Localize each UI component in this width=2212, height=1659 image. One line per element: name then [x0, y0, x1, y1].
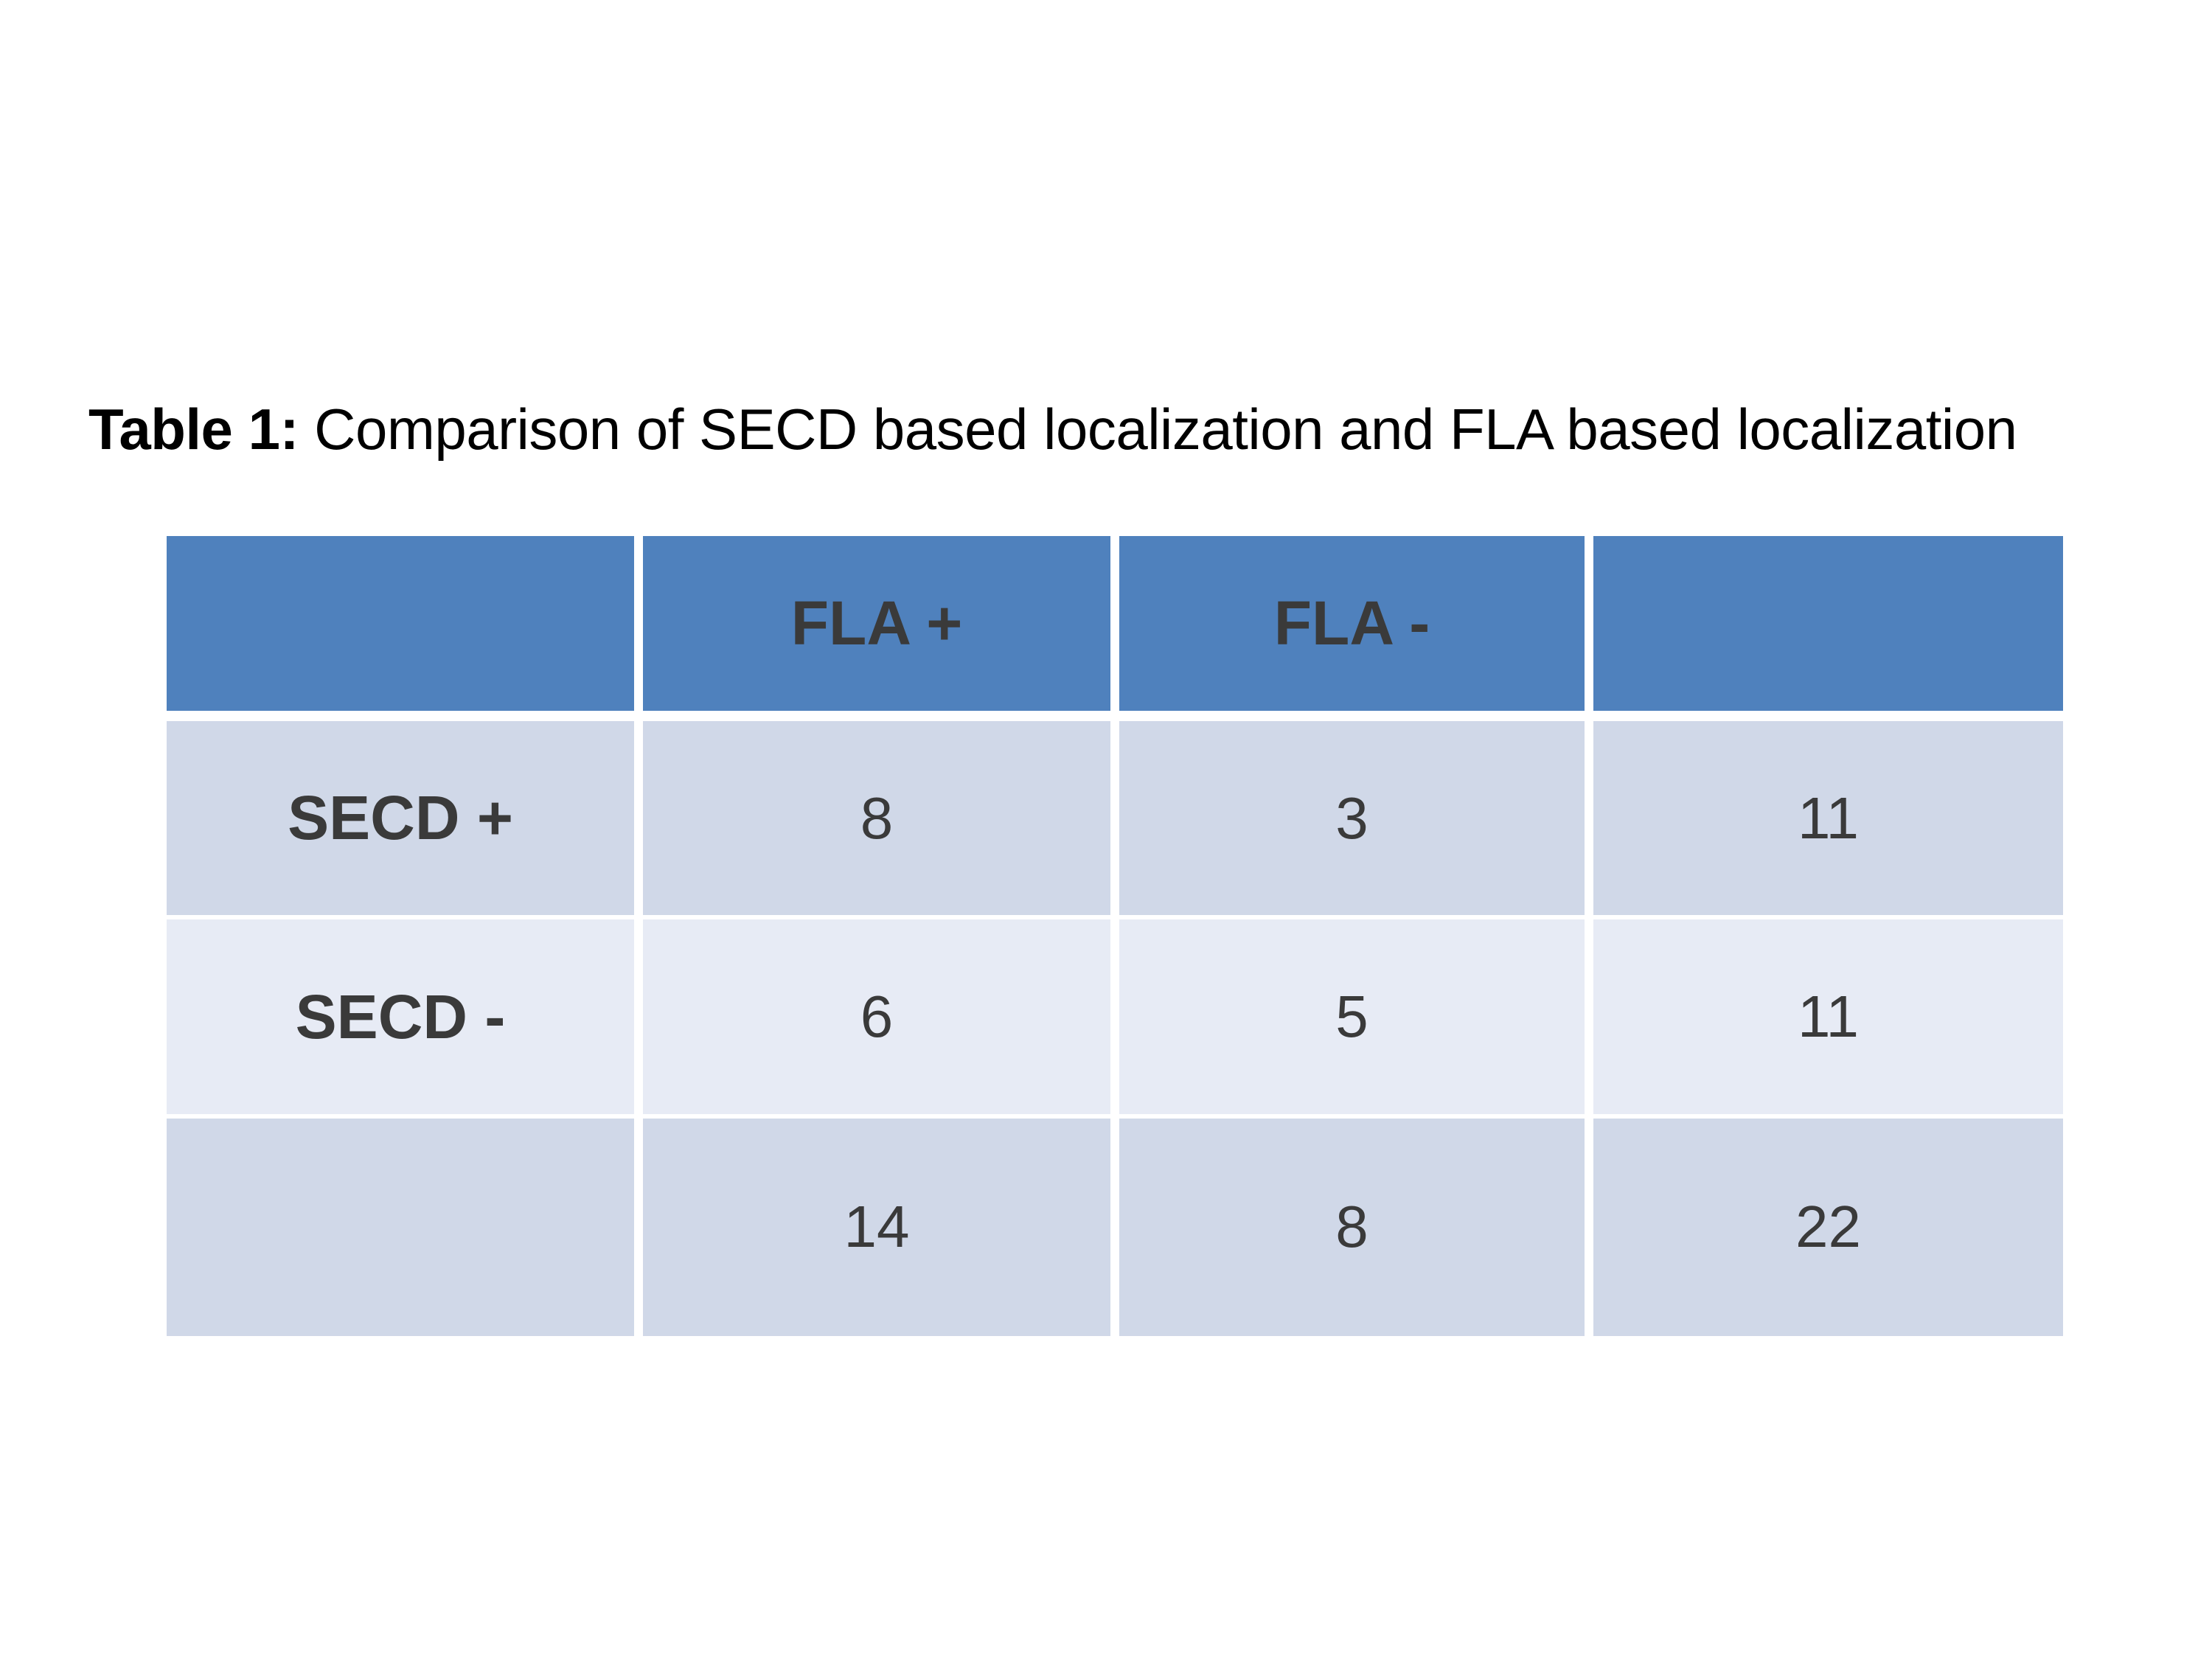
cell-secd-plus-total: 11: [1589, 721, 2063, 920]
cell-value: 11: [1797, 984, 1860, 1050]
cell-secd-plus-fla-minus: 3: [1115, 721, 1589, 920]
comparison-table: FLA + FLA - SECD + 8: [167, 536, 2063, 1336]
cell-value: 22: [1795, 1194, 1861, 1260]
header-fla-plus-label: FLA +: [790, 588, 963, 658]
cell-total-fla-plus: 14: [639, 1118, 1115, 1336]
cell-grand-total: 22: [1589, 1118, 2063, 1336]
header-cell-corner: [167, 536, 639, 721]
cell-secd-minus-fla-minus: 5: [1115, 919, 1589, 1119]
table-row: SECD - 6 5 11: [167, 919, 2063, 1119]
table-body: SECD + 8 3 11 SECD -: [167, 721, 2063, 1336]
cell-secd-minus-fla-plus: 6: [639, 919, 1115, 1119]
cell-secd-plus-fla-plus: 8: [639, 721, 1115, 920]
row-header-secd-plus: SECD +: [167, 721, 639, 920]
row-header-secd-plus-label: SECD +: [288, 783, 513, 853]
cell-value: 11: [1797, 785, 1860, 851]
header-cell-fla-plus: FLA +: [639, 536, 1115, 721]
cell-total-fla-minus: 8: [1115, 1118, 1589, 1336]
table-caption-label: Table 1:: [88, 397, 299, 462]
table-caption-text: Comparison of SECD based localization an…: [298, 397, 2017, 462]
cell-value: 6: [860, 984, 894, 1050]
table-row: 14 8 22: [167, 1118, 2063, 1336]
table-header-row: FLA + FLA -: [167, 536, 2063, 721]
row-header-totals: [167, 1118, 639, 1336]
table-header: FLA + FLA -: [167, 536, 2063, 721]
header-cell-total: [1589, 536, 2063, 721]
cell-value: 8: [1335, 1194, 1368, 1260]
cell-secd-minus-total: 11: [1589, 919, 2063, 1119]
comparison-table-container: FLA + FLA - SECD + 8: [167, 536, 2063, 1336]
cell-value: 3: [1335, 785, 1368, 851]
cell-value: 5: [1335, 984, 1368, 1050]
table-caption: Table 1: Comparison of SECD based locali…: [88, 389, 2153, 470]
row-header-secd-minus: SECD -: [167, 919, 639, 1119]
header-fla-minus-label: FLA -: [1273, 588, 1430, 658]
header-cell-fla-minus: FLA -: [1115, 536, 1589, 721]
row-header-secd-minus-label: SECD -: [295, 981, 506, 1051]
cell-value: 14: [844, 1194, 910, 1260]
cell-value: 8: [860, 785, 894, 851]
table-row: SECD + 8 3 11: [167, 721, 2063, 920]
